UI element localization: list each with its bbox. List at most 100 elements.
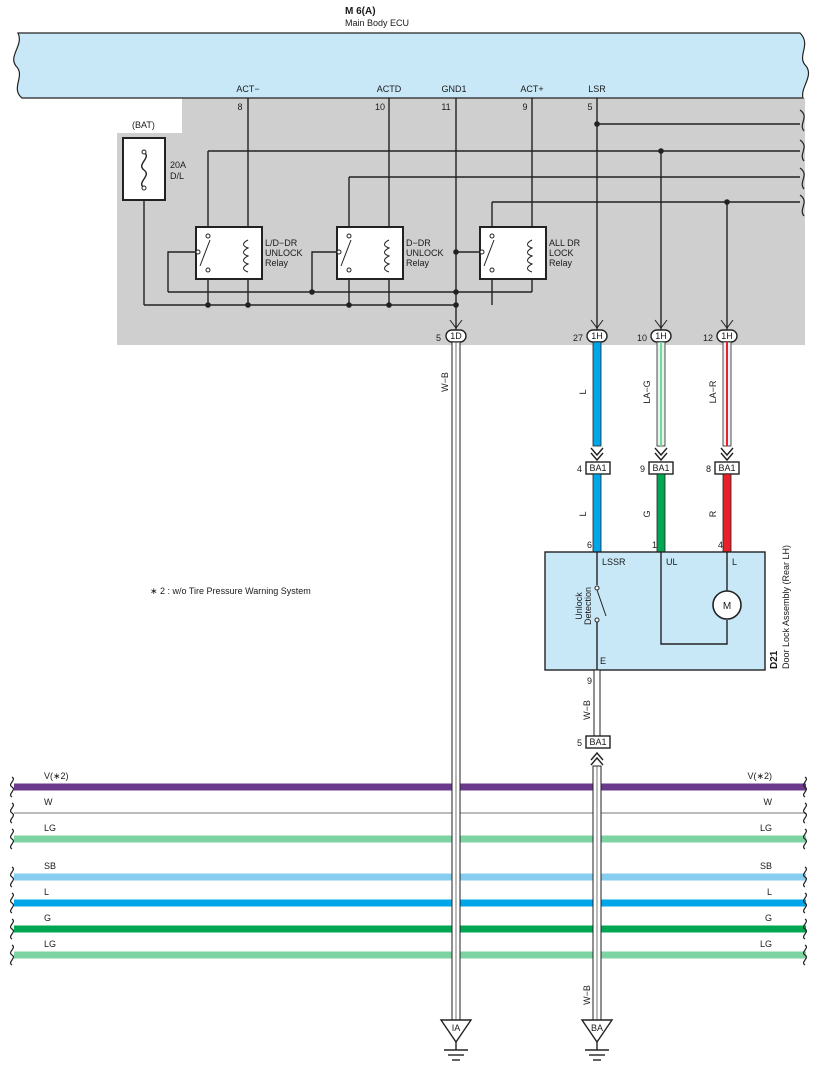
pin-gnd1: 11 bbox=[441, 102, 450, 112]
wire-lsr-upper-label: L bbox=[578, 389, 588, 394]
ecu-break-mark bbox=[799, 109, 805, 217]
relay-2-line3: Relay bbox=[406, 258, 430, 268]
door-term-lssr: LSSR bbox=[602, 557, 626, 567]
door-lock-assembly bbox=[544, 551, 766, 671]
relay-1-line2: UNLOCK bbox=[265, 248, 303, 258]
bus-label-right: LG bbox=[760, 823, 772, 833]
ba1-connector-8: BA1 8 bbox=[706, 461, 740, 475]
ground-ia: IA bbox=[439, 1019, 473, 1061]
wire-l-lower bbox=[722, 473, 732, 553]
wire-lsr-lower-label: L bbox=[578, 511, 588, 516]
switch-label-1: Unlock bbox=[574, 592, 584, 620]
bus-break-mark bbox=[802, 802, 808, 824]
relay-2-line1: D−DR bbox=[406, 238, 431, 248]
ground-ia-label: IA bbox=[452, 1023, 461, 1033]
fuse-box bbox=[122, 137, 166, 201]
motor-icon bbox=[712, 590, 742, 620]
bus-break-mark bbox=[9, 866, 15, 888]
connector-1h-27-code: 1H bbox=[591, 331, 603, 341]
bus-label-left: W bbox=[44, 797, 53, 807]
ba1-connector-5: BA1 5 bbox=[577, 735, 611, 749]
connector-1d-pin: 5 bbox=[436, 333, 441, 343]
wire-door-ground bbox=[593, 669, 601, 737]
bus-label-left: LG bbox=[44, 939, 56, 949]
bus-break-mark bbox=[802, 828, 808, 850]
relay-all-dr-lock: ALL DR LOCK Relay bbox=[479, 226, 581, 280]
relay-3-line2: LOCK bbox=[549, 248, 574, 258]
fuse-rating: 20A bbox=[170, 160, 186, 170]
door-pin-lssr: 6 bbox=[587, 540, 592, 550]
bus-label-right: V(∗2) bbox=[747, 771, 772, 781]
door-pin-ul: 1 bbox=[652, 540, 657, 550]
ba1-9-code: BA1 bbox=[652, 463, 669, 473]
footnote: ∗ 2 : w/o Tire Pressure Warning System bbox=[150, 586, 311, 596]
motor-label: M bbox=[723, 601, 731, 612]
fuse-name: D/L bbox=[170, 171, 184, 181]
ba1-8-pin: 8 bbox=[706, 464, 711, 474]
chevron-icon bbox=[590, 447, 604, 462]
pin-lsr: 5 bbox=[587, 102, 592, 112]
door-lock-name: Door Lock Assembly (Rear LH) bbox=[781, 545, 791, 669]
ba1-5-pin: 5 bbox=[577, 738, 582, 748]
relay-3-line3: Relay bbox=[549, 258, 573, 268]
bus-label-right: W bbox=[764, 797, 773, 807]
terminal-actd: ACTD bbox=[377, 84, 402, 94]
ecu-band bbox=[13, 32, 810, 99]
wire-lsr-lower bbox=[592, 473, 602, 553]
wire-ul-lower-label: G bbox=[642, 510, 652, 517]
bus-break-mark bbox=[9, 802, 15, 824]
connector-1h-12-code: 1H bbox=[721, 331, 733, 341]
bus-label-right: G bbox=[765, 913, 772, 923]
bus-label-right: SB bbox=[760, 861, 772, 871]
terminal-lsr: LSR bbox=[588, 84, 606, 94]
terminal-gnd1: GND1 bbox=[441, 84, 466, 94]
ba1-8-code: BA1 bbox=[718, 463, 735, 473]
fuse-icon bbox=[141, 151, 147, 189]
ba1-9-pin: 9 bbox=[640, 464, 645, 474]
wire-l-lower-label: R bbox=[708, 510, 718, 517]
switch-label-2: Detection bbox=[583, 587, 593, 625]
door-term-ul: UL bbox=[666, 557, 678, 567]
door-lock-code: D21 bbox=[769, 650, 780, 669]
bus-label-right: L bbox=[767, 887, 772, 897]
bus-break-mark bbox=[9, 776, 15, 798]
bus-label-left: L bbox=[44, 887, 49, 897]
bus-break-mark bbox=[802, 866, 808, 888]
bus-label-left: V(∗2) bbox=[44, 771, 69, 781]
bus-label-left: G bbox=[44, 913, 51, 923]
bus-break-mark bbox=[9, 944, 15, 966]
relay-3-line1: ALL DR bbox=[549, 238, 581, 248]
bus-break-mark bbox=[9, 828, 15, 850]
door-term-e: E bbox=[600, 656, 606, 666]
door-pin-e: 9 bbox=[587, 676, 592, 686]
wire-ecu-ground-label: W−B bbox=[440, 372, 450, 392]
connector-1h-10-code: 1H bbox=[655, 331, 667, 341]
connector-1h-10-pin: 10 bbox=[637, 333, 647, 343]
bus-break-mark bbox=[9, 918, 15, 940]
relay-1-line3: Relay bbox=[265, 258, 289, 268]
connector-1h-27-pin: 27 bbox=[573, 333, 583, 343]
connector-1h-12-pin: 12 bbox=[703, 333, 713, 343]
bus-break-mark bbox=[9, 892, 15, 914]
bus-break-mark bbox=[802, 944, 808, 966]
wire-ul-lower bbox=[656, 473, 666, 553]
bus-break-mark bbox=[802, 892, 808, 914]
wire-l-upper-label: LA−R bbox=[708, 380, 718, 403]
bus-label-right: LG bbox=[760, 939, 772, 949]
pin-act-plus: 9 bbox=[522, 102, 527, 112]
ecu-junction-dots bbox=[205, 121, 730, 308]
ba1-connector-9: BA1 9 bbox=[640, 461, 674, 475]
ba1-4-code: BA1 bbox=[589, 463, 606, 473]
ecu-connector-1d: 1D 5 bbox=[436, 319, 467, 343]
ecu-internal-area bbox=[117, 98, 805, 345]
door-internal-wiring bbox=[594, 552, 728, 670]
ground-ba-label: BA bbox=[591, 1023, 603, 1033]
relay-ld-dr-unlock: L/D−DR UNLOCK Relay bbox=[195, 226, 303, 280]
pin-act-minus: 8 bbox=[237, 102, 242, 112]
bus-label-left: SB bbox=[44, 861, 56, 871]
ecu-code: M 6(A) bbox=[345, 6, 376, 17]
chevron-icon bbox=[654, 447, 668, 462]
chevron-up-icon bbox=[590, 751, 604, 766]
